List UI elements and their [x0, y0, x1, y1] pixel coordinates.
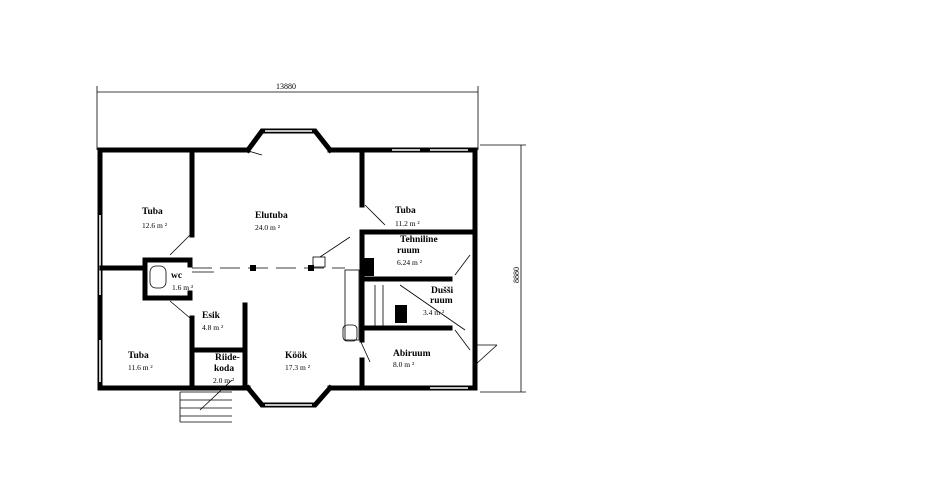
svg-text:1.6 m ²: 1.6 m ²: [172, 283, 194, 292]
room-tehniline-ruum: Tehniline ruum 6.24 m ²: [397, 235, 438, 267]
dimension-height: 8880: [480, 144, 526, 393]
room-tuba-1: Tuba 12.6 m ²: [142, 207, 168, 230]
room-esik: Esik 4.8 m ²: [202, 311, 224, 332]
svg-text:12.6 m ²: 12.6 m ²: [142, 221, 168, 230]
room-kook: Köök 17.3 m ²: [285, 351, 311, 372]
svg-text:Tehniline: Tehniline: [400, 235, 438, 245]
svg-text:Tuba: Tuba: [142, 207, 163, 217]
svg-text:8.0 m ²: 8.0 m ²: [393, 360, 415, 369]
svg-text:Abiruum: Abiruum: [393, 349, 431, 359]
room-elutuba: Elutuba 24.0 m ²: [255, 211, 288, 232]
svg-text:ruum: ruum: [397, 246, 420, 256]
interior-walls: [99, 149, 498, 423]
svg-text:Dušši: Dušši: [431, 286, 454, 296]
svg-text:2.0 m ²: 2.0 m ²: [213, 376, 235, 385]
dimension-width: 13880: [96, 82, 479, 150]
svg-text:11.2 m ²: 11.2 m ²: [395, 219, 420, 228]
svg-text:ruum: ruum: [430, 296, 453, 306]
room-wc: wc 1.6 m ²: [171, 271, 194, 292]
room-riidekoda: Riide- koda 2.0 m ²: [213, 353, 240, 385]
svg-text:Riide-: Riide-: [215, 353, 240, 363]
svg-text:6.24 m ²: 6.24 m ²: [397, 258, 423, 267]
svg-text:4.8 m ²: 4.8 m ²: [202, 323, 224, 332]
svg-text:3.4 m ²: 3.4 m ²: [423, 308, 445, 317]
room-dussiruum: Dušši ruum 3.4 m ²: [423, 286, 454, 317]
svg-text:Tuba: Tuba: [128, 351, 149, 361]
svg-text:Köök: Köök: [285, 351, 308, 361]
svg-text:17.3 m ²: 17.3 m ²: [285, 363, 311, 372]
height-label: 8880: [512, 267, 521, 283]
svg-text:Elutuba: Elutuba: [255, 211, 288, 221]
svg-text:11.6 m ²: 11.6 m ²: [128, 363, 153, 372]
width-label: 13880: [276, 82, 296, 91]
svg-text:koda: koda: [214, 364, 234, 374]
room-tuba-2: Tuba 11.2 m ²: [395, 206, 420, 228]
svg-text:Tuba: Tuba: [395, 206, 416, 216]
room-tuba-3: Tuba 11.6 m ²: [128, 351, 153, 372]
svg-text:Esik: Esik: [202, 311, 221, 321]
room-abiruum: Abiruum 8.0 m ²: [393, 349, 431, 369]
svg-text:wc: wc: [171, 271, 182, 281]
svg-text:24.0 m ²: 24.0 m ²: [255, 223, 281, 232]
